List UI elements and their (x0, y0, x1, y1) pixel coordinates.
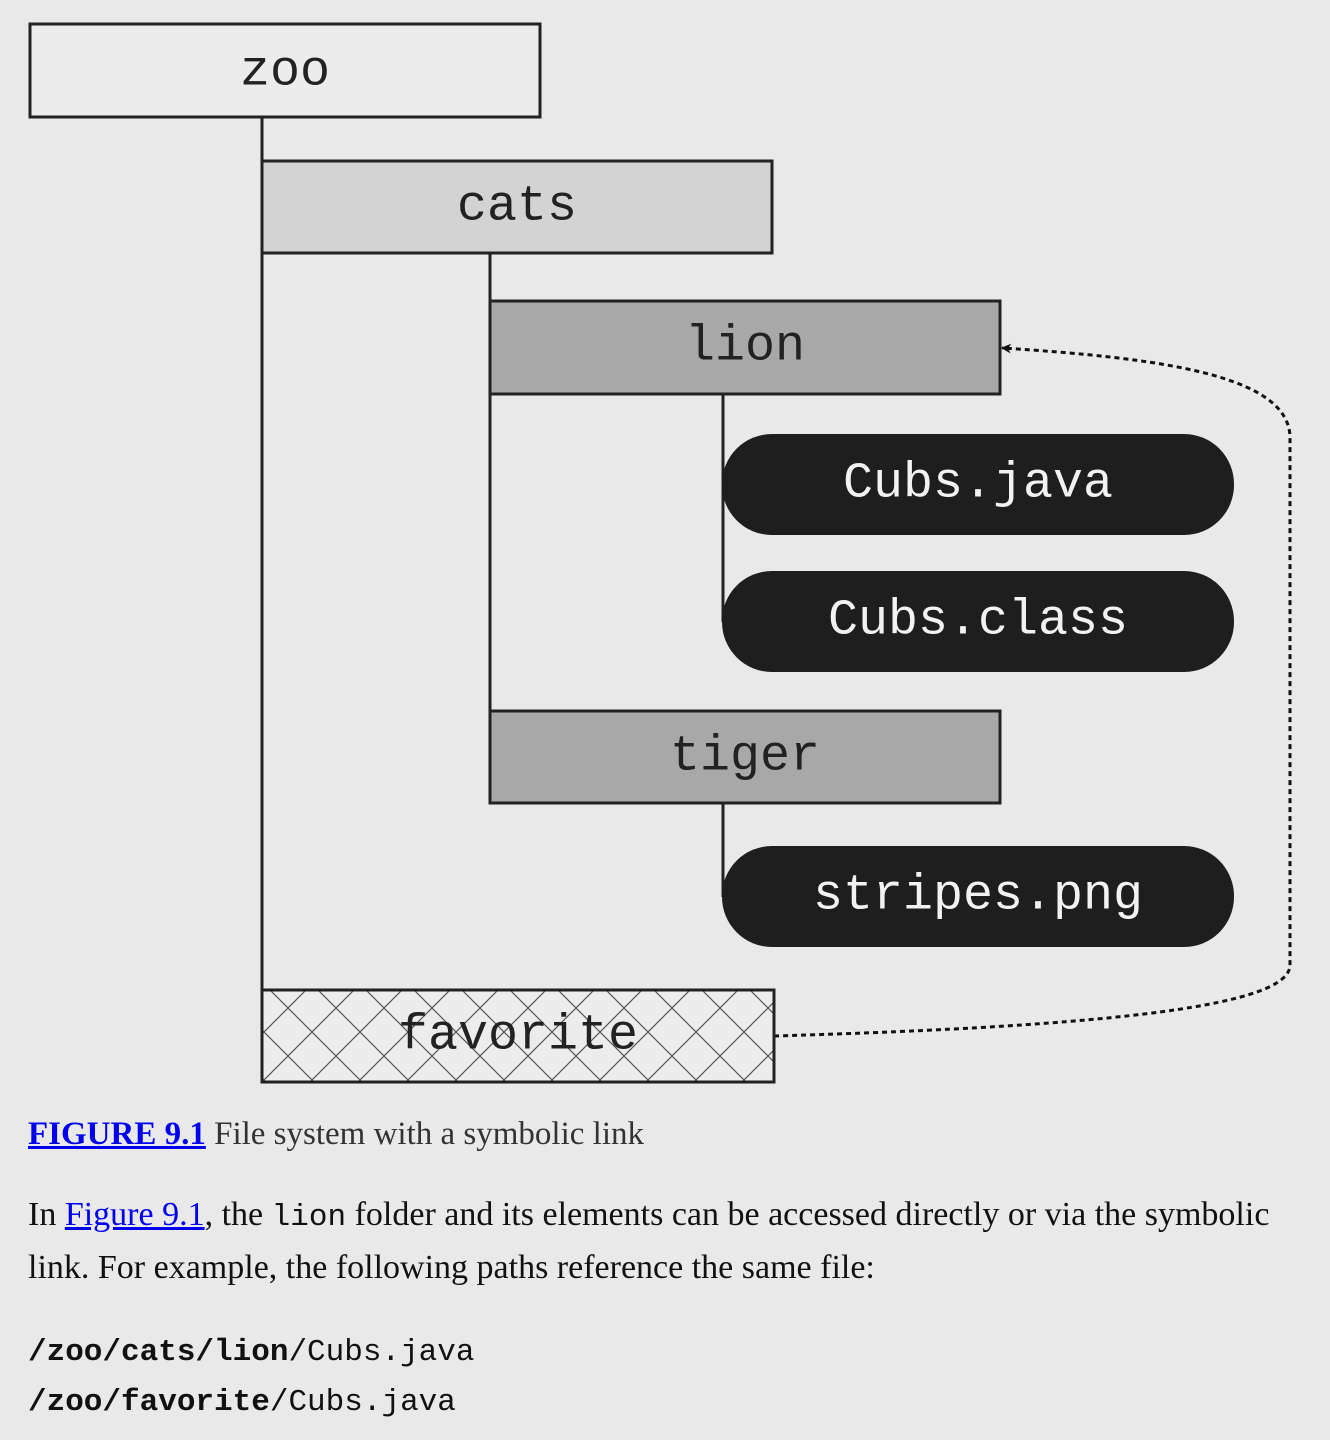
folder-zoo-label: zoo (240, 44, 330, 101)
path-rest-part: /Cubs.java (269, 1385, 456, 1420)
symlink-arrow (773, 343, 1292, 1038)
path-code-block: /zoo/cats/lion/Cubs.java /zoo/favorite/C… (28, 1328, 474, 1428)
folder-lion[interactable]: lion (488, 299, 1002, 396)
figure-label-link[interactable]: FIGURE 9.1 (28, 1116, 206, 1152)
file-stripes-png-label: stripes.png (813, 868, 1143, 925)
path-line: /zoo/favorite/Cubs.java (28, 1378, 474, 1428)
file-cubs-class[interactable]: Cubs.class (722, 571, 1234, 672)
folder-lion-label: lion (685, 319, 805, 376)
file-cubs-class-label: Cubs.class (828, 593, 1128, 650)
paragraph-lead: In (28, 1196, 65, 1233)
symlink-favorite[interactable]: favorite (260, 988, 776, 1084)
figure-caption: FIGURE 9.1 File system with a symbolic l… (28, 1116, 644, 1153)
file-cubs-java[interactable]: Cubs.java (722, 434, 1234, 535)
file-cubs-java-label: Cubs.java (843, 456, 1113, 513)
folder-tiger[interactable]: tiger (488, 709, 1002, 805)
paragraph-rest: folder and its elements can be accessed … (28, 1196, 1270, 1286)
inline-code-lion: lion (271, 1200, 347, 1235)
folder-cats-label: cats (457, 179, 577, 236)
folder-cats[interactable]: cats (260, 159, 774, 255)
body-paragraph: In Figure 9.1, the lion folder and its e… (28, 1190, 1308, 1293)
file-system-diagram: zoo cats lion Cubs.java Cubs.class tiger (28, 22, 1292, 1084)
path-rest-part: /Cubs.java (288, 1335, 475, 1370)
paragraph-after-link: , the (204, 1196, 272, 1233)
figure-reference-link[interactable]: Figure 9.1 (64, 1196, 205, 1233)
figure-caption-text: File system with a symbolic link (205, 1116, 644, 1152)
folder-zoo[interactable]: zoo (28, 22, 542, 119)
path-bold-part: /zoo/cats/lion (28, 1335, 289, 1370)
path-bold-part: /zoo/favorite (28, 1385, 270, 1420)
file-stripes-png[interactable]: stripes.png (722, 846, 1234, 947)
folder-tiger-label: tiger (670, 729, 820, 786)
symlink-favorite-label: favorite (398, 1008, 638, 1065)
path-line: /zoo/cats/lion/Cubs.java (28, 1328, 474, 1378)
